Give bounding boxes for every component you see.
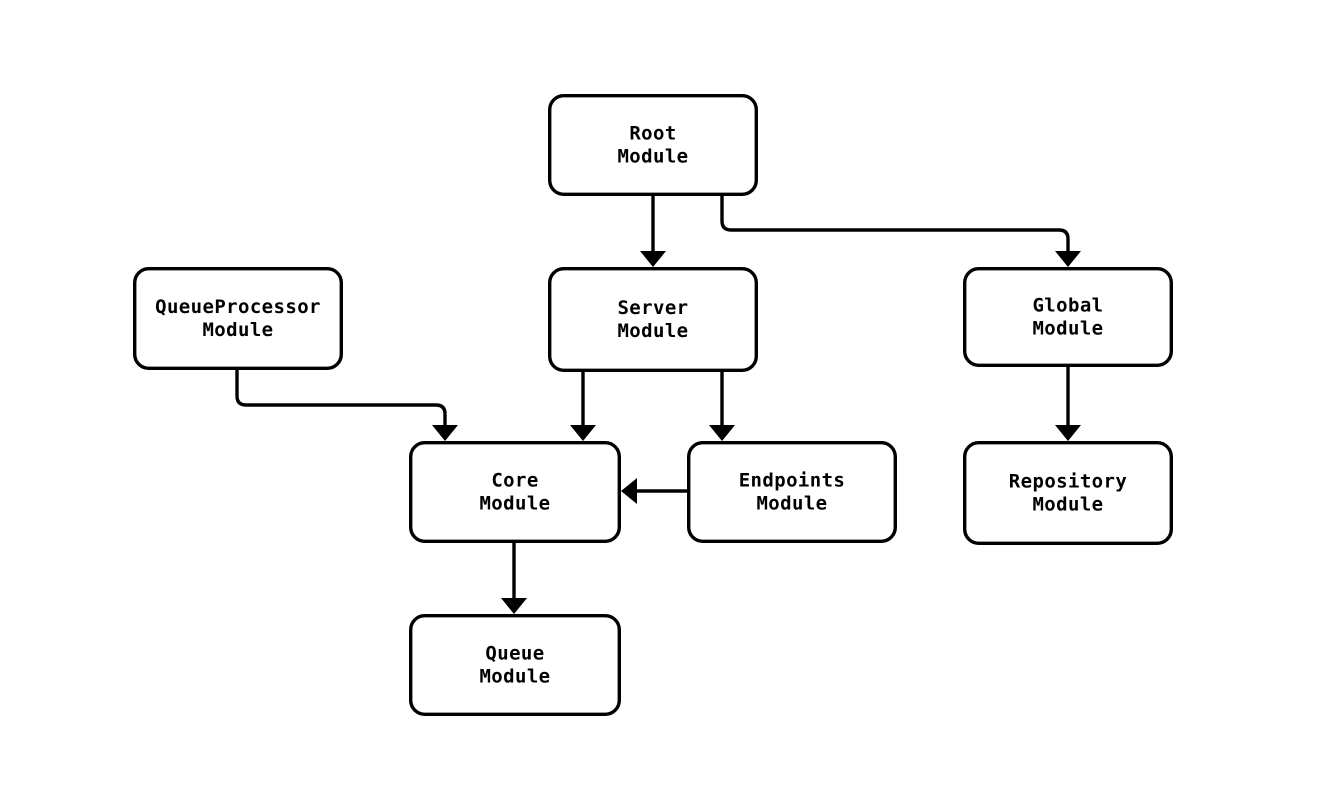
edge-core-queue: Core Module to Queue Module (501, 543, 527, 614)
node-box[interactable] (132, 267, 344, 371)
edges-layer: Root Module to Server Module Root Module … (235, 196, 1081, 614)
node-label-line1: Queue (485, 643, 544, 665)
node-label-line2: Module (1032, 494, 1103, 516)
node-box[interactable] (409, 614, 622, 717)
arrowhead-icon (640, 251, 666, 267)
nodes-layer: RootModuleQueueProcessorModuleServerModu… (132, 93, 1174, 717)
node-label-line1: Endpoints (739, 470, 846, 492)
node-label-line2: Module (756, 493, 827, 515)
edge-line (235, 370, 447, 426)
node-box[interactable] (963, 267, 1174, 368)
node-label-line1: Server (617, 297, 688, 319)
node-label-line1: QueueProcessor (155, 296, 321, 318)
edge-server-endpoints: Server Module to Endpoints Module (709, 372, 735, 441)
node-label-line2: Module (1032, 318, 1103, 340)
edge-root-global: Root Module to Global Module (720, 196, 1081, 267)
node-label-line2: Module (479, 666, 550, 688)
edge-line (720, 196, 1070, 252)
node-label-line2: Module (479, 493, 550, 515)
node-label-line1: Repository (1009, 471, 1127, 493)
arrowhead-icon (621, 478, 637, 504)
arrowhead-icon (501, 598, 527, 614)
node-label-line1: Root (629, 123, 676, 145)
node-box[interactable] (963, 441, 1174, 546)
node-label-line2: Module (202, 319, 273, 341)
node-box[interactable] (548, 93, 759, 196)
node-box[interactable] (548, 267, 759, 373)
edge-server-core: Server Module to Core Module (570, 372, 596, 441)
node-label-line2: Module (617, 320, 688, 342)
node-label-line1: Core (491, 470, 538, 492)
arrowhead-icon (432, 425, 458, 441)
edge-queueprocessor-core: QueueProcessor Module to Core Module (235, 370, 458, 441)
arrowhead-icon (570, 425, 596, 441)
edge-global-repository: Global Module to Repository Module (1055, 367, 1081, 441)
node-label-line1: Global (1032, 295, 1103, 317)
node-box[interactable] (687, 441, 898, 544)
arrowhead-icon (1055, 425, 1081, 441)
arrowhead-icon (1055, 251, 1081, 267)
arrowhead-icon (709, 425, 735, 441)
node-label-line2: Module (617, 146, 688, 168)
edge-endpoints-core: Endpoints Module to Core Module (621, 478, 687, 504)
edge-root-server: Root Module to Server Module (640, 196, 666, 267)
node-box[interactable] (409, 441, 622, 544)
